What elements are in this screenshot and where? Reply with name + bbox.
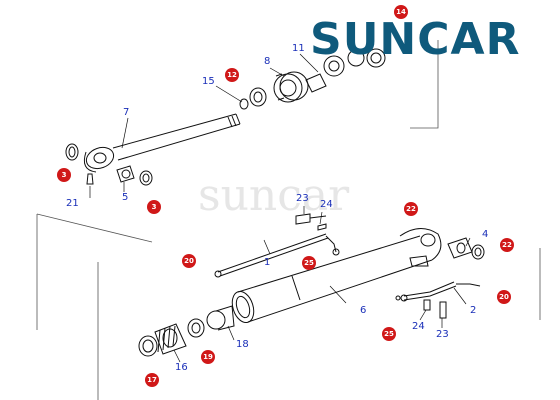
bushing-18 <box>206 310 226 330</box>
badge-12: 12 <box>225 68 239 82</box>
badge-17: 17 <box>145 373 159 387</box>
callout-18: 18 <box>236 339 249 350</box>
leader-lines <box>89 53 471 363</box>
frame-lines <box>36 40 541 400</box>
bushing-11 <box>305 73 327 93</box>
callout-21: 21 <box>66 198 79 209</box>
callout-23-lower: 23 <box>436 329 449 340</box>
bearing <box>323 55 345 77</box>
callout-23-upper: 23 <box>296 193 309 204</box>
seal-ring <box>366 48 386 68</box>
seal-17 <box>138 335 158 357</box>
bolts <box>295 213 447 319</box>
wear-ring <box>347 49 365 67</box>
callout-1: 1 <box>264 257 271 268</box>
ring-19 <box>187 318 205 338</box>
callout-24-upper: 24 <box>320 199 333 210</box>
badge-22-upper: 22 <box>404 202 418 216</box>
callout-2: 2 <box>470 305 477 316</box>
pipe-1 <box>214 233 340 278</box>
seal-3-lower <box>139 170 153 186</box>
bushing-5 <box>116 165 135 183</box>
pipe-2 <box>395 281 481 302</box>
piston-8 <box>273 73 303 103</box>
badge-3-left: 3 <box>57 168 71 182</box>
cylinder-tube <box>231 228 442 324</box>
ring-left <box>65 143 79 161</box>
callout-6: 6 <box>360 305 367 316</box>
cylinder-head-parts <box>138 305 235 357</box>
badge-20-left: 20 <box>182 254 196 268</box>
pin-bushing-4 <box>447 237 485 260</box>
piston-rod <box>83 113 241 173</box>
callout-11: 11 <box>292 43 305 54</box>
gland-16 <box>154 323 187 355</box>
ring-12 <box>249 87 267 107</box>
callout-5: 5 <box>122 192 129 203</box>
callout-15: 15 <box>202 76 215 87</box>
badge-25-lower: 25 <box>382 327 396 341</box>
upper-parts <box>65 48 386 186</box>
badge-3-right: 3 <box>147 200 161 214</box>
badge-20-right: 20 <box>497 290 511 304</box>
grease-fitting-21 <box>86 173 94 185</box>
callout-24-lower: 24 <box>412 321 425 332</box>
badge-22-right: 22 <box>500 238 514 252</box>
snap-ring-15 <box>239 98 249 110</box>
callout-4: 4 <box>482 229 489 240</box>
callout-8: 8 <box>264 56 271 67</box>
badge-19: 19 <box>201 350 215 364</box>
callout-7: 7 <box>123 107 130 118</box>
callout-16: 16 <box>175 362 188 373</box>
suncar-logo: SUNCAR <box>310 14 521 65</box>
badge-25-upper: 25 <box>302 256 316 270</box>
badge-14: 14 <box>394 5 408 19</box>
watermark: suncar <box>198 170 350 221</box>
